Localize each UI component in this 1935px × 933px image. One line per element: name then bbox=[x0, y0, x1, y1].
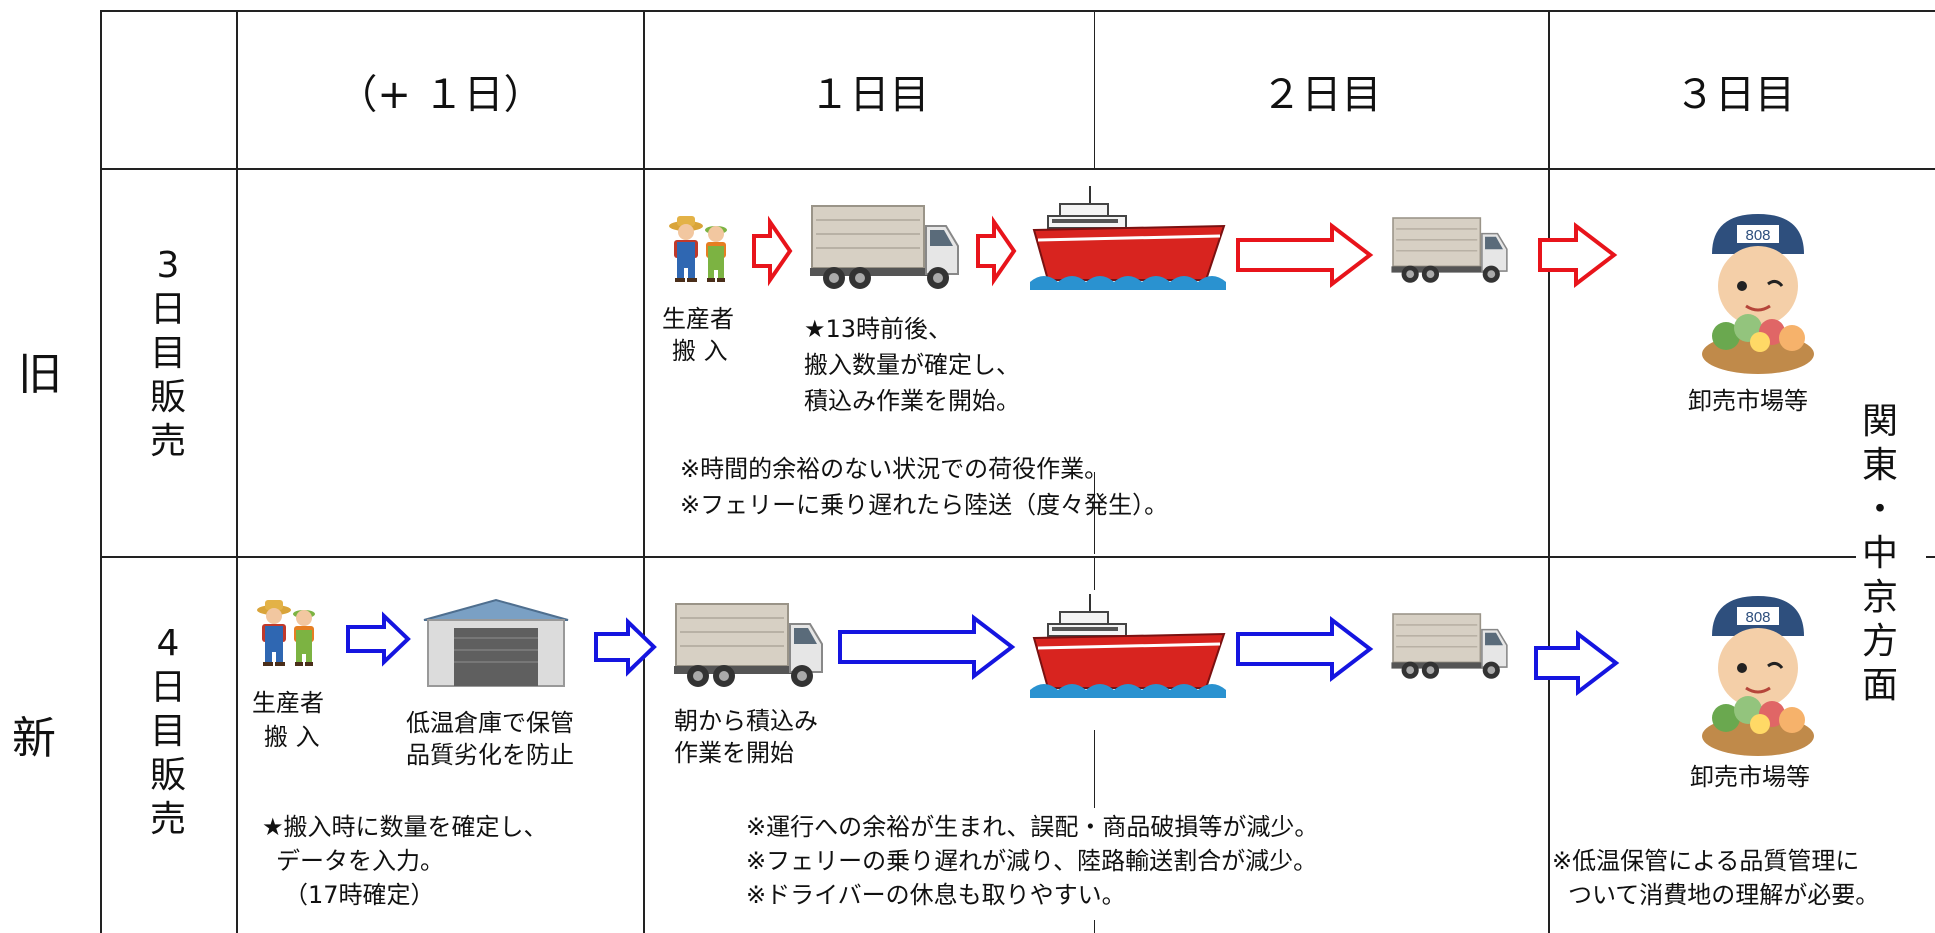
old-arrow-4 bbox=[1538, 221, 1618, 289]
destination-char: 京 bbox=[1861, 577, 1898, 618]
label-column-border bbox=[236, 10, 238, 933]
old-note-load: 積込み作業を開始。 bbox=[804, 387, 1020, 415]
new-market-icon: 808 bbox=[1700, 594, 1816, 758]
old-sale-char: 販 bbox=[149, 377, 186, 418]
old-producer-line2: 搬 入 bbox=[672, 337, 728, 365]
new-farmers-icon bbox=[257, 600, 315, 666]
new-arrow-5 bbox=[1534, 629, 1620, 697]
old-market-label: 卸売市場等 bbox=[1688, 387, 1808, 415]
row-divider-right-stub bbox=[1926, 556, 1935, 558]
header-day3: ３日目 bbox=[1675, 72, 1795, 118]
old-sale-char: 目 bbox=[149, 333, 186, 374]
day3-remark-line1: ※低温保管による品質管理に bbox=[1552, 847, 1860, 875]
day1-new-row-border-mid bbox=[1094, 730, 1095, 808]
header-plus1-day: （+ １日） bbox=[337, 72, 544, 118]
row-label-new: 新 bbox=[12, 713, 56, 764]
old-arrow-2 bbox=[976, 215, 1017, 287]
old-sale-char: 日 bbox=[149, 289, 186, 330]
old-sale-char: 3 bbox=[156, 245, 180, 286]
old-arrow-3 bbox=[1236, 221, 1374, 289]
old-sale-char: 売 bbox=[149, 421, 186, 462]
old-truck-1-icon bbox=[809, 205, 959, 290]
old-sale-day-label: 3 日 目 販 売 bbox=[144, 244, 192, 464]
old-note-qty: 搬入数量が確定し、 bbox=[804, 351, 1020, 379]
new-note-2: データを入力。 bbox=[276, 847, 444, 875]
destination-label: 関 東 ・ 中 京 方 面 bbox=[1856, 400, 1904, 708]
warehouse-line1: 低温倉庫で保管 bbox=[406, 709, 574, 737]
new-sale-char: 日 bbox=[149, 667, 186, 708]
table-top-border bbox=[100, 10, 1935, 12]
day3-remark-line2: ついて消費地の理解が必要。 bbox=[1568, 881, 1880, 909]
morning-line1: 朝から積込み bbox=[674, 707, 818, 735]
new-arrow-4 bbox=[1236, 615, 1374, 683]
day1-new-row-border-top bbox=[1094, 558, 1095, 590]
destination-char: 中 bbox=[1861, 533, 1898, 574]
destination-char: 面 bbox=[1861, 665, 1898, 706]
row-label-old: 旧 bbox=[18, 349, 62, 400]
day1-header-border bbox=[1094, 10, 1095, 170]
morning-line2: 作業を開始 bbox=[674, 739, 794, 767]
new-sale-char: 4 bbox=[156, 623, 180, 664]
destination-char: 東 bbox=[1861, 445, 1898, 486]
new-remark-2: ※フェリーの乗り遅れが減り、陸路輸送割合が減少。 bbox=[746, 847, 1318, 875]
destination-char: ・ bbox=[1861, 489, 1898, 530]
old-remark-2: ※フェリーに乗り遅れたら陸送（度々発生）。 bbox=[680, 491, 1169, 519]
new-ferry-icon bbox=[1028, 592, 1228, 700]
new-remark-3: ※ドライバーの休息も取りやすい。 bbox=[746, 881, 1126, 909]
new-arrow-1 bbox=[346, 611, 411, 667]
warehouse-icon bbox=[423, 599, 569, 687]
old-market-icon: 808 bbox=[1700, 212, 1816, 376]
day2-column-border bbox=[1548, 10, 1550, 933]
old-market-badge: 808 bbox=[1745, 227, 1770, 244]
old-note-13: ★13時前後、 bbox=[804, 315, 953, 343]
new-arrow-2 bbox=[594, 617, 657, 677]
header-day1: １日目 bbox=[809, 72, 930, 118]
plus1-column-border bbox=[643, 10, 645, 933]
new-note-1: ★搬入時に数量を確定し、 bbox=[262, 813, 548, 841]
header-bottom-border bbox=[100, 168, 1935, 170]
old-farmers-icon bbox=[669, 216, 727, 282]
new-truck-1-icon bbox=[673, 603, 823, 688]
new-note-3: （17時確定） bbox=[284, 881, 435, 909]
old-remark-1: ※時間的余裕のない状況での荷役作業。 bbox=[680, 455, 1109, 483]
new-truck-2-icon bbox=[1390, 613, 1508, 680]
destination-char: 関 bbox=[1861, 401, 1898, 442]
old-ferry-icon bbox=[1028, 184, 1228, 292]
destination-char: 方 bbox=[1861, 621, 1898, 662]
row-divider bbox=[100, 556, 1865, 558]
old-producer-line1: 生産者 bbox=[662, 305, 734, 333]
new-producer-line1: 生産者 bbox=[252, 689, 324, 717]
new-sale-day-label: 4 日 目 販 売 bbox=[144, 622, 192, 842]
warehouse-line2: 品質劣化を防止 bbox=[406, 741, 574, 769]
old-arrow-1 bbox=[752, 215, 793, 287]
new-remark-1: ※運行への余裕が生まれ、誤配・商品破損等が減少。 bbox=[746, 813, 1319, 841]
new-market-badge: 808 bbox=[1745, 609, 1770, 626]
day1-old-row-border bbox=[1094, 472, 1095, 554]
header-day2: ２日目 bbox=[1261, 72, 1382, 118]
old-truck-2-icon bbox=[1390, 217, 1508, 284]
new-market-label: 卸売市場等 bbox=[1690, 763, 1810, 791]
new-sale-char: 販 bbox=[149, 755, 186, 796]
new-sale-char: 目 bbox=[149, 711, 186, 752]
table-left-border bbox=[100, 10, 102, 933]
new-producer-line2: 搬 入 bbox=[264, 723, 320, 751]
new-sale-char: 売 bbox=[149, 799, 186, 840]
new-arrow-3 bbox=[838, 613, 1016, 681]
day1-new-row-border-bottom bbox=[1094, 920, 1095, 933]
